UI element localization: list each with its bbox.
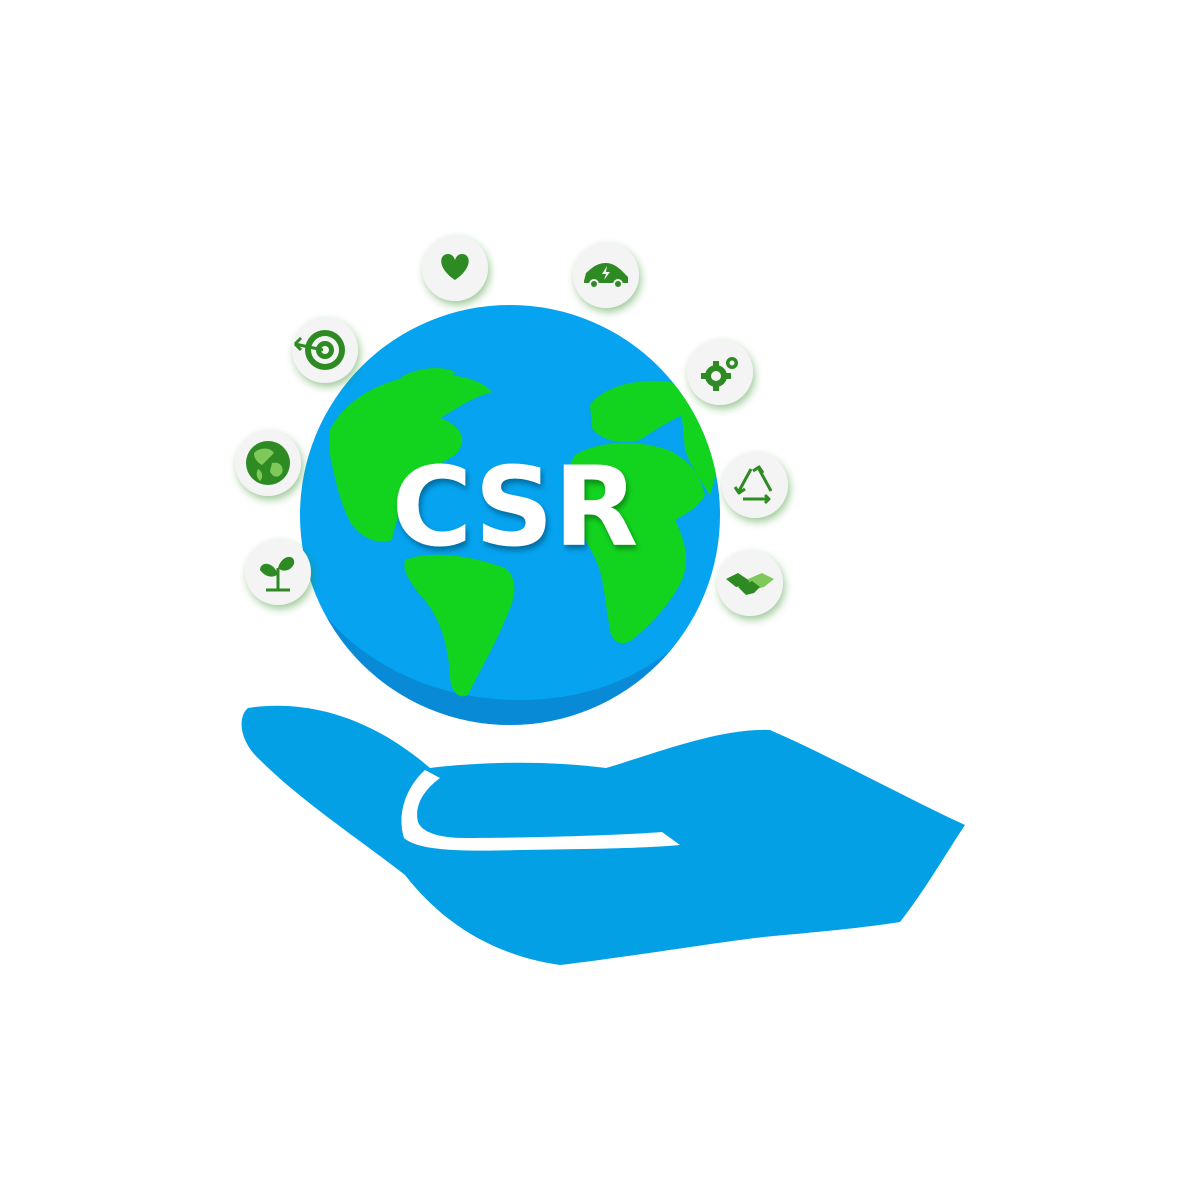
plant-icon <box>260 556 295 592</box>
globe: CSR <box>300 305 720 725</box>
eco-car-icon <box>584 263 628 289</box>
badge-eco-car <box>573 242 639 308</box>
target-icon <box>293 330 345 370</box>
badge-recycle <box>722 452 788 518</box>
badge-target <box>292 317 358 383</box>
handshake-icon <box>726 573 774 595</box>
badge-gears <box>687 339 753 405</box>
continent-north-america <box>330 374 492 542</box>
recycle-icon <box>733 465 773 505</box>
continent-europe <box>590 380 694 442</box>
continent-south-america <box>404 554 515 697</box>
hand-thumb-line <box>401 770 680 851</box>
continent-greenland <box>400 368 455 388</box>
heart-icon <box>441 254 469 280</box>
badge-globe <box>235 430 301 496</box>
continent-africa <box>567 443 705 644</box>
badge-handshake <box>717 550 783 616</box>
badge-plant <box>245 539 311 605</box>
badge-heart <box>422 235 488 301</box>
csr-title: CSR <box>392 443 639 571</box>
gears-icon <box>701 357 738 391</box>
globe-icon <box>246 441 290 485</box>
hand <box>241 705 965 965</box>
